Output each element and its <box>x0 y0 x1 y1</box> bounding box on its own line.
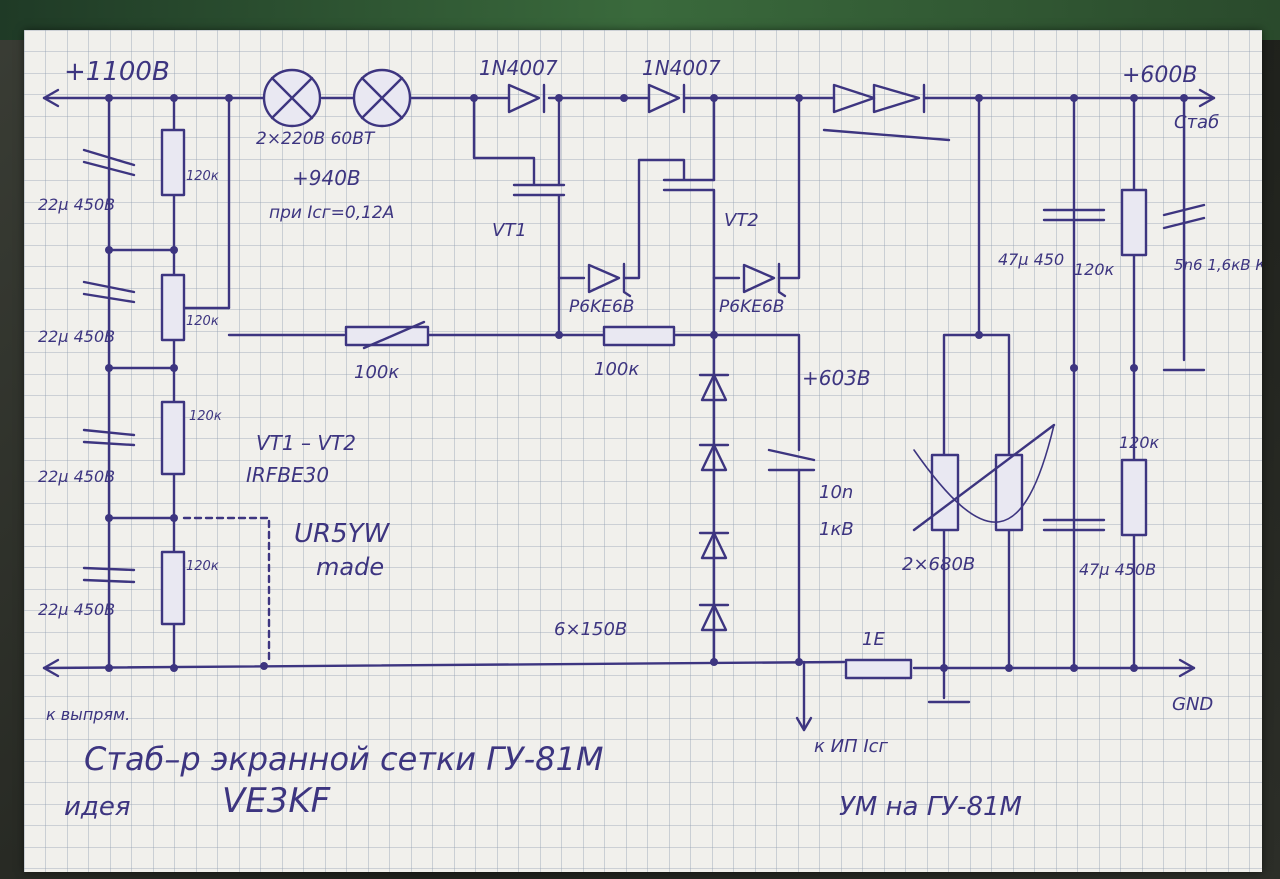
label-made: made <box>316 553 384 581</box>
label-gnd: GND <box>1172 694 1213 715</box>
label-r120k-1: 120к <box>186 169 219 184</box>
graph-paper: +1100В +600В Стаб 1N4007 1N4007 2×220В 6… <box>24 30 1262 872</box>
label-r120k-2: 120к <box>186 314 219 329</box>
lamps <box>262 68 412 128</box>
label-v603: +603В <box>802 366 871 390</box>
label-idea: идея <box>64 792 131 822</box>
labels: +1100В +600В Стаб 1N4007 1N4007 2×220В 6… <box>38 56 1262 822</box>
label-cap47-2: 47μ 450В <box>1079 560 1156 579</box>
label-res100k-b: 100к <box>594 359 639 380</box>
label-r120k-3: 120к <box>189 409 222 424</box>
label-r120k-4: 120к <box>186 559 219 574</box>
schematic-drawing: +1100В +600В Стаб 1N4007 1N4007 2×220В 6… <box>24 30 1262 872</box>
label-lamps: 2×220В 60ВТ <box>256 129 376 149</box>
label-zener1: P6KE6B <box>569 297 634 317</box>
label-cap10n: 10n <box>819 482 853 503</box>
label-cap-left-2: 22μ 450В <box>38 327 115 346</box>
label-v-in: +1100В <box>64 57 170 87</box>
label-res100k-a: 100к <box>354 362 399 383</box>
label-author: UR5YW <box>294 519 391 549</box>
gate-resistors <box>344 320 676 350</box>
label-cap47-1: 47μ 450 <box>998 250 1064 269</box>
label-v940: +940В <box>292 166 361 190</box>
label-cap-left-3: 22μ 450В <box>38 467 115 486</box>
label-transistor-type: IRFBE30 <box>246 463 329 487</box>
right-zeners <box>912 423 1056 532</box>
label-kvotpr: к выпрям. <box>46 705 130 724</box>
label-ve3kf: VE3KF <box>222 781 331 821</box>
label-r1e: 1Е <box>862 629 885 650</box>
label-cap-left-4: 22μ 450В <box>38 600 115 619</box>
label-zener2: P6KE6B <box>719 297 784 317</box>
label-diode2: 1N4007 <box>642 56 721 80</box>
junction-dots <box>105 94 1188 672</box>
label-v-out: +600В <box>1122 63 1198 88</box>
label-zeners-right: 2×680В <box>902 554 975 575</box>
label-cap-left-1: 22μ 450В <box>38 195 115 214</box>
right-components <box>844 188 1206 680</box>
label-zener-chain: 6×150В <box>554 619 627 640</box>
zener-chain <box>698 373 730 632</box>
label-diode1: 1N4007 <box>479 56 558 80</box>
label-title: Стаб–р экранной сетки ГУ-81М <box>84 740 603 778</box>
label-kip: к ИП Iсг <box>814 736 889 757</box>
label-vt1: VT1 <box>492 220 527 241</box>
label-r120k-6: 120к <box>1119 433 1160 452</box>
left-capacitors <box>82 148 136 584</box>
left-resistors <box>160 128 186 626</box>
top-diodes <box>507 83 951 142</box>
label-r120k-5: 120к <box>1074 260 1115 279</box>
label-cap5n6: 5n6 1,6кВ КСО8 <box>1174 256 1262 274</box>
gate-zeners <box>587 262 787 298</box>
label-transistors: VT1 – VT2 <box>256 431 356 455</box>
grid-lines <box>24 30 1262 872</box>
label-stab: Стаб <box>1174 112 1219 133</box>
label-um: УМ на ГУ-81М <box>839 792 1022 822</box>
label-cap10n-v: 1кВ <box>819 519 854 540</box>
label-at-current: при Iсг=0,12А <box>269 203 394 223</box>
label-vt2: VT2 <box>724 210 759 231</box>
